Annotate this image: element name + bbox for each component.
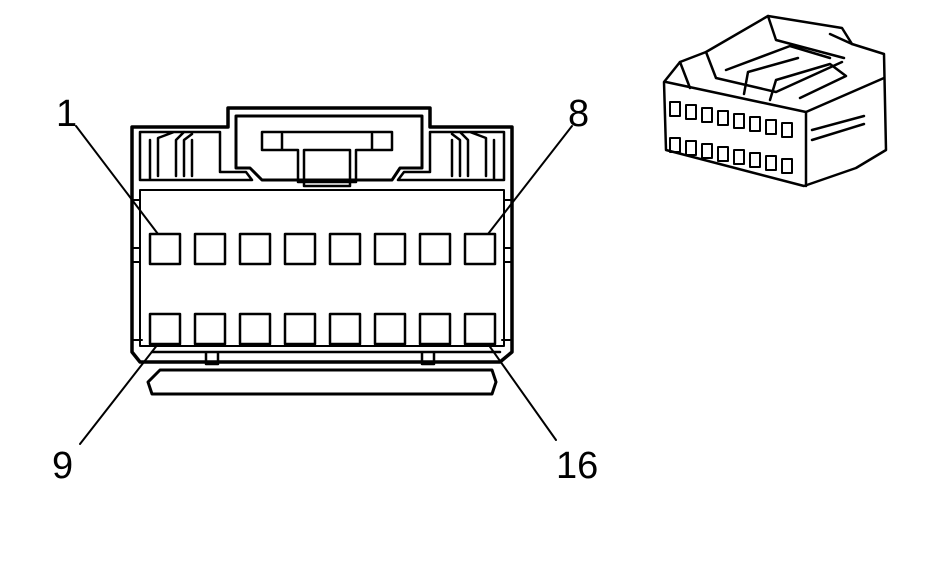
pin-label-1: 1 (56, 93, 77, 135)
cavity-row-bottom (148, 312, 497, 346)
cavity-16 (463, 312, 497, 346)
cavity-4 (283, 232, 317, 266)
iso-body-outline (662, 14, 888, 188)
cavity-6 (373, 232, 407, 266)
leader-line-16 (487, 343, 557, 441)
connector-iso-view (662, 14, 888, 188)
connector-housing-outline (130, 106, 514, 364)
cavity-5 (328, 232, 362, 266)
cavity-11 (238, 312, 272, 346)
cavity-7 (418, 232, 452, 266)
iso-front-face (664, 76, 886, 188)
connector-face-view (130, 106, 514, 396)
iso-cavity-row-top (669, 101, 793, 138)
iso-top-detail (678, 14, 854, 102)
cavity-12 (283, 312, 317, 346)
cavity-9 (148, 312, 182, 346)
iso-cavity-row-bottom (669, 137, 793, 174)
iso-side-slot (810, 114, 866, 142)
cavity-2 (193, 232, 227, 266)
cavity-15 (418, 312, 452, 346)
leader-lines (75, 125, 573, 445)
center-latch-block (302, 148, 352, 188)
leader-line-9 (79, 343, 159, 445)
right-corner-lock (396, 130, 506, 182)
connector-housing-inner (139, 189, 505, 347)
right-side-rib (501, 199, 513, 341)
bottom-skirt (146, 368, 498, 396)
cavity-row-top (148, 232, 497, 266)
pin-label-9: 9 (52, 445, 73, 487)
pin-label-16: 16 (556, 445, 598, 487)
leader-line-1 (75, 125, 159, 235)
cavity-13 (328, 312, 362, 346)
cavity-3 (238, 232, 272, 266)
cavity-10 (193, 312, 227, 346)
leader-line-8 (487, 125, 573, 235)
top-latch-frame (234, 114, 424, 182)
left-corner-lock (138, 130, 254, 182)
cavity-14 (373, 312, 407, 346)
cavity-8 (463, 232, 497, 266)
cavity-1 (148, 232, 182, 266)
center-latch-tab (260, 130, 394, 184)
bottom-ridge (150, 350, 502, 366)
pin-label-8: 8 (568, 93, 589, 135)
